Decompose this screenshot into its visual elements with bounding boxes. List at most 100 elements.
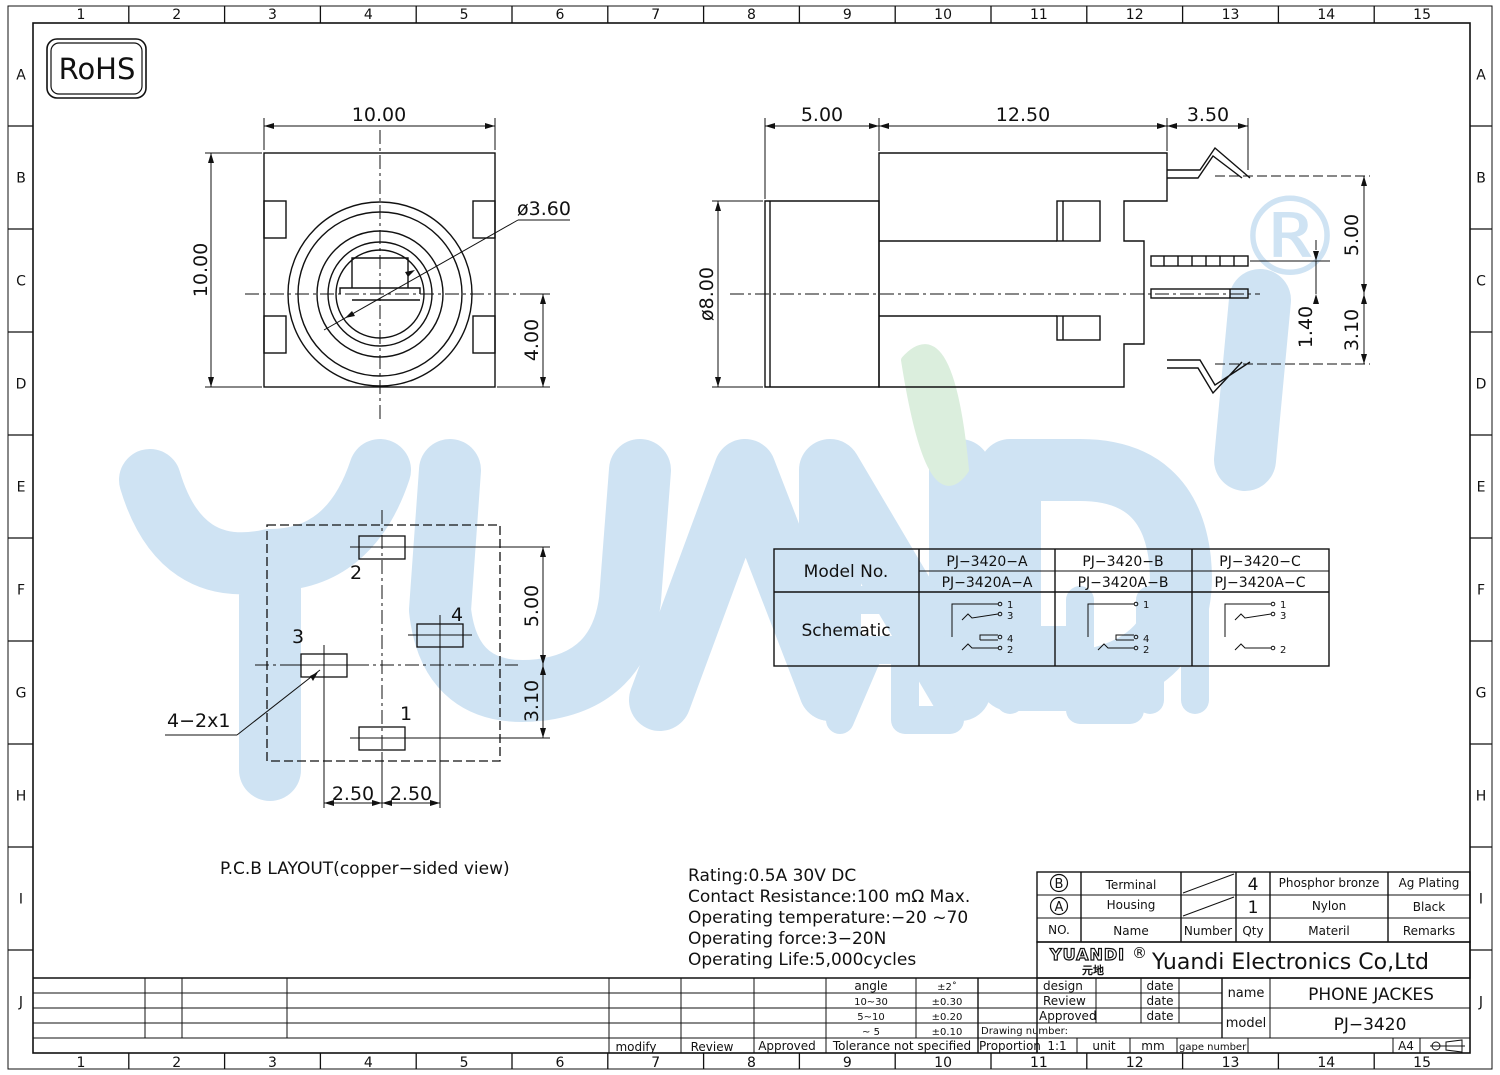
bom-b-material: Phosphor bronze — [1279, 876, 1380, 890]
model-b-top: PJ−3420−B — [1082, 554, 1163, 570]
tb-scale-value: 1:1 — [1047, 1039, 1066, 1053]
side-right-top-dim: 5.00 — [1341, 214, 1363, 256]
tol-angle-value: ±2˚ — [937, 981, 957, 993]
watermark-chinese-mark — [806, 586, 1209, 734]
schematic-c-pin3: 3 — [1280, 611, 1286, 622]
pcb-pad-callout: 4−2x1 — [167, 710, 230, 732]
tb-name-value: PHONE JACKES — [1308, 985, 1434, 1005]
grid-col-label-bottom: 1 — [76, 1055, 85, 1071]
tb-approved-date-label: date — [1146, 1009, 1173, 1023]
grid-row-label-right: B — [1476, 171, 1486, 187]
grid-row-label-right: D — [1476, 377, 1487, 393]
grid-row-label-left: A — [16, 68, 26, 84]
bom-header-number: Number — [1184, 924, 1232, 938]
tol-0-5-value: ±0.10 — [932, 1027, 963, 1038]
schematic-c-pin2: 2 — [1280, 645, 1286, 656]
grid-col-label-top: 14 — [1317, 7, 1335, 23]
grid-col-label-bottom: 10 — [934, 1055, 952, 1071]
grid-row-label-right: H — [1476, 789, 1487, 805]
bom-a-name: Housing — [1107, 898, 1156, 912]
tol-label: Tolerance not specified — [832, 1039, 971, 1053]
pcb-dim-bottom: 3.10 — [521, 680, 543, 722]
grid-col-label-top: 11 — [1030, 7, 1048, 23]
spec-temperature: Operating temperature:−20 ~70 — [688, 908, 968, 928]
spec-life: Operating Life:5,000cycles — [688, 950, 916, 970]
bom-header-name: Name — [1113, 924, 1148, 938]
schematic-a-pin4: 4 — [1007, 634, 1013, 645]
tb-gape-number-label: gape number — [1179, 1042, 1247, 1053]
schematic-b-pin4: 4 — [1143, 634, 1149, 645]
grid-col-label-bottom: 6 — [555, 1055, 564, 1071]
grid-col-label-top: 3 — [268, 7, 277, 23]
watermark-leaf — [901, 344, 969, 486]
grid-row-label-right: I — [1479, 892, 1483, 908]
grid-col-label-top: 12 — [1126, 7, 1144, 23]
grid-ticks — [8, 6, 1492, 1069]
grid-row-label-right: C — [1476, 274, 1486, 290]
watermark-letter-u — [409, 439, 671, 722]
pcb-layout — [165, 510, 550, 808]
tb-design-date-label: date — [1146, 979, 1173, 993]
grid-row-label-right: J — [1478, 995, 1483, 1011]
tb-model-value: PJ−3420 — [1334, 1015, 1407, 1035]
grid-col-label-bottom: 9 — [843, 1055, 852, 1071]
logo-registered: ® — [1132, 944, 1147, 962]
front-offset-dim: 4.00 — [521, 319, 543, 361]
grid-col-label-bottom: 7 — [651, 1055, 660, 1071]
grid-row-label-left: G — [16, 686, 27, 702]
grid-col-label-bottom: 12 — [1126, 1055, 1144, 1071]
spec-contact-resistance: Contact Resistance:100 mΩ Max. — [688, 887, 970, 907]
model-table — [773, 548, 1330, 667]
tb-name-label: name — [1228, 986, 1265, 1001]
bom-b-qty: 4 — [1248, 875, 1259, 895]
schematic-b — [1087, 601, 1139, 651]
grid-col-label-top: 1 — [76, 7, 85, 23]
grid-row-label-right: F — [1477, 583, 1485, 599]
tb-review-label: Review — [1043, 994, 1086, 1008]
side-view — [712, 118, 1370, 395]
rohs-label: RoHS — [59, 52, 136, 86]
grid-col-label-top: 10 — [934, 7, 952, 23]
grid-row-label-left: I — [19, 892, 23, 908]
tb-unit-label: unit — [1092, 1039, 1116, 1053]
bom-b-name: Terminal — [1105, 878, 1157, 892]
tol-10-30-range: 10~30 — [854, 997, 888, 1008]
side-seg3-dim: 3.50 — [1187, 104, 1229, 126]
grid-col-label-top: 9 — [843, 7, 852, 23]
watermark-registered-mark: ® — [1235, 173, 1345, 301]
grid-col-label-bottom: 8 — [747, 1055, 756, 1071]
grid-col-label-top: 8 — [747, 7, 756, 23]
grid-col-label-top: 6 — [555, 7, 564, 23]
rev-review-label: Review — [691, 1040, 734, 1054]
schematic-c — [1224, 601, 1276, 651]
company-name: Yuandi Electronics Co,Ltd — [1151, 950, 1429, 975]
grid-row-label-left: B — [16, 171, 26, 187]
tol-5-10-value: ±0.20 — [932, 1012, 963, 1023]
rev-approved-label: Approved — [758, 1039, 816, 1053]
schematic-a-pin3: 3 — [1007, 611, 1013, 622]
grid-col-label-bottom: 15 — [1413, 1055, 1431, 1071]
tol-angle-range: angle — [854, 979, 887, 993]
schematic-b-pin2: 2 — [1143, 645, 1149, 656]
company-logo: YUANDI ® 元地 — [1048, 944, 1147, 977]
schematic-label: Schematic — [801, 621, 890, 641]
side-seg1-dim: 5.00 — [801, 104, 843, 126]
tb-proportion-label: Proportion — [979, 1039, 1041, 1053]
grid-col-label-bottom: 5 — [460, 1055, 469, 1071]
grid-col-label-top: 15 — [1413, 7, 1431, 23]
front-view — [205, 118, 570, 420]
tol-5-10-range: 5~10 — [857, 1012, 884, 1023]
front-height-dim: 10.00 — [190, 243, 212, 297]
tb-paper-size: A4 — [1398, 1039, 1414, 1053]
side-right-bottom-dim: 3.10 — [1341, 309, 1363, 351]
schematic-a-pin2: 2 — [1007, 645, 1013, 656]
grid-row-label-left: E — [17, 480, 26, 496]
bom-a-no: A — [1055, 900, 1064, 915]
spec-force: Operating force:3−20N — [688, 929, 886, 949]
tol-10-30-value: ±0.30 — [932, 997, 963, 1008]
bom-header-no: NO. — [1048, 923, 1070, 937]
model-no-label: Model No. — [804, 562, 889, 582]
grid-col-label-bottom: 11 — [1030, 1055, 1048, 1071]
model-a-top: PJ−3420−A — [946, 554, 1028, 570]
